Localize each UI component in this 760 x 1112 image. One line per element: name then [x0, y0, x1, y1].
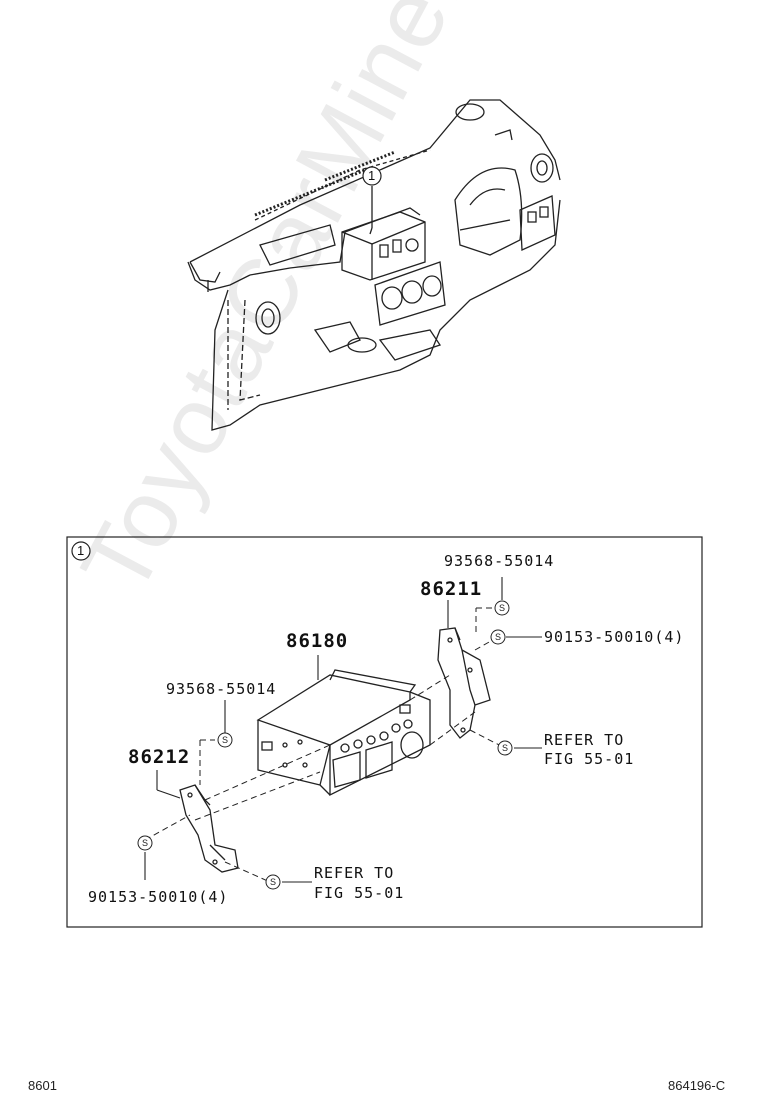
detail-callout-circle: [71, 541, 91, 561]
part-label-93568-55014-left: 93568-55014: [166, 680, 277, 698]
refer-left-line1: REFER TO: [314, 864, 395, 882]
bolt-symbol: [497, 740, 513, 756]
refer-right-line2: FIG 55-01: [544, 750, 635, 768]
bolt-symbol: [137, 835, 153, 851]
footer-right-code: 864196-C: [668, 1078, 726, 1093]
footer-left-code: 8601: [28, 1078, 57, 1093]
screw-symbol: [217, 732, 233, 748]
svg-text:S: S: [495, 632, 501, 642]
screw-symbol: [494, 600, 510, 616]
refer-left-line2: FIG 55-01: [314, 884, 405, 902]
svg-text:S: S: [499, 603, 505, 613]
svg-text:S: S: [142, 838, 148, 848]
bolt-symbol: [490, 629, 506, 645]
detail-frame: [66, 536, 703, 928]
svg-text:S: S: [222, 735, 228, 745]
part-label-86212: 86212: [128, 746, 191, 768]
svg-text:S: S: [502, 743, 508, 753]
bolt-symbol: [265, 874, 281, 890]
svg-text:S: S: [270, 877, 276, 887]
overview-callout-number: 1: [368, 168, 376, 183]
refer-right-line1: REFER TO: [544, 731, 625, 749]
part-label-93568-55014-right: 93568-55014: [444, 552, 555, 570]
part-label-90153-50010-left: 90153-50010(4): [88, 888, 229, 906]
part-label-86180: 86180: [286, 630, 349, 652]
part-label-90153-50010-right: 90153-50010(4): [544, 628, 685, 646]
part-label-86211: 86211: [420, 578, 483, 600]
detail-callout-number: 1: [77, 543, 85, 558]
